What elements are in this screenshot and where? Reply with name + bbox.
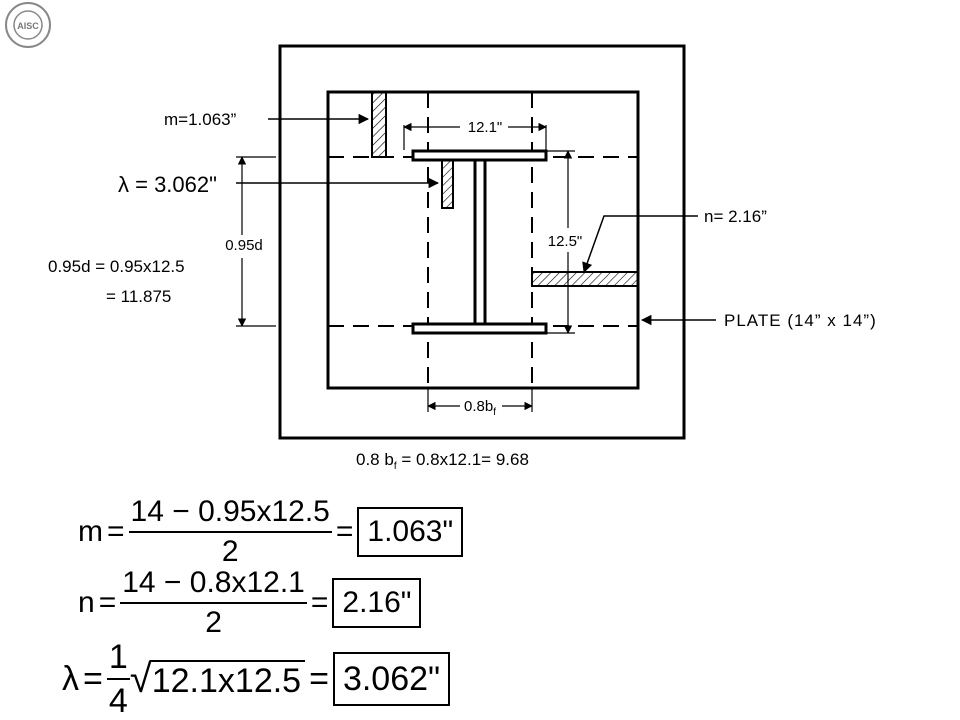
lambda-denominator: 4 [108,682,128,720]
m-numerator: 14 − 0.95x12.5 [128,497,332,533]
lambda-equals-2: = [309,660,329,698]
n-equals-2: = [310,586,329,619]
n-strip [531,271,639,287]
inner-plate [326,90,640,390]
n-denominator: 2 [205,606,222,639]
d95-calc-line1: 0.95d = 0.95x12.5 [48,257,185,276]
m-strip [371,91,387,158]
m-result: 1.063" [357,507,464,557]
aisc-logo: AISC [5,2,51,48]
d-dimension [546,150,575,334]
logo-initials: AISC [17,21,39,31]
m-equals: = [107,515,125,548]
bf-dimension [403,122,547,150]
lambda-label: λ = 3.062" [118,172,217,197]
d95-calc-line2: = 11.875 [106,287,171,306]
m-equals-2: = [335,515,354,548]
lambda-result: 3.062" [332,652,451,706]
lambda-equals: = [83,660,103,698]
n-equals: = [98,586,117,619]
b08-calc: 0.8 bf = 0.8x12.1= 9.68 [356,450,529,472]
w-shape [411,149,548,335]
n-numerator: 14 − 0.8x12.1 [120,568,307,604]
d95-dimension-label: 0.95d [225,237,263,254]
n-leader [582,215,698,273]
leader-arrows [236,113,716,326]
lambda-var: λ [62,660,79,698]
m-denominator: 2 [221,535,239,568]
lambda-numerator: 1 [106,640,130,680]
lambda-radicand: 12.1x12.5 [149,660,306,698]
d-dimension-label: 12.5" [548,233,583,250]
b08-dimension-label: 0.8bf [464,398,496,418]
bf-dimension-label: 12.1" [468,119,503,136]
b08-dimension [427,388,533,412]
n-label: n= 2.16” [704,207,767,226]
n-result: 2.16" [332,578,422,628]
n-var: n [78,586,95,619]
lambda-strip [441,159,454,209]
sqrt-icon: √ [129,657,152,701]
plate-label: PLATE (14” x 14”) [724,311,877,330]
web [473,158,487,326]
m-var: m [78,515,103,548]
outer-plate [278,44,686,440]
d95-dimension [236,156,276,327]
m-label: m=1.063” [164,110,237,129]
